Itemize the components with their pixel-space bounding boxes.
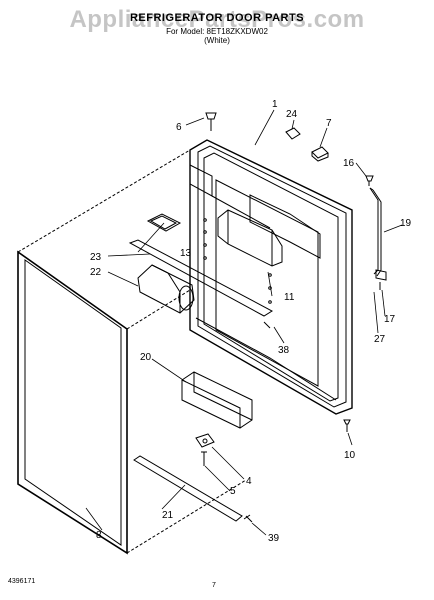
callout-1: 1: [272, 99, 278, 110]
document-number: 4396171: [8, 578, 36, 585]
model-subtitle: For Model: 8ET18ZKXDW02: [166, 27, 268, 36]
plug-button: [285, 127, 301, 140]
door-outline-top-dash: [17, 149, 191, 253]
callout-24: 24: [286, 109, 298, 120]
bottom-screw: [343, 419, 351, 432]
callout-13: 13: [180, 248, 192, 259]
callout-19: 19: [400, 218, 412, 229]
door-gasket: [17, 250, 128, 555]
leader-lines: [85, 109, 403, 536]
top-screw: [205, 112, 217, 131]
door-shelf-bin: [181, 371, 253, 429]
door-closing-rod: [369, 187, 382, 277]
callout-4: 4: [246, 476, 252, 487]
callout-6: 6: [176, 122, 182, 133]
callout-5: 5: [230, 486, 236, 497]
dairy-door: [217, 209, 283, 267]
callout-38: 38: [278, 345, 290, 356]
callout-21: 21: [162, 510, 174, 521]
watermark: AppliancePartsPros.com: [69, 6, 365, 33]
rod-bracket: [375, 269, 387, 290]
can-rack: [137, 264, 195, 314]
shelf-bar: [128, 239, 274, 317]
callout-7: 7: [326, 118, 332, 129]
trim-strip: [133, 455, 243, 522]
stop-screw: [201, 451, 207, 466]
bar-screw: [263, 321, 271, 329]
callout-8: 8: [96, 530, 102, 541]
door-stop: [195, 433, 215, 448]
callout-16: 16: [343, 158, 355, 169]
color-note: (White): [204, 36, 230, 45]
callout-39: 39: [268, 533, 280, 544]
door-outline-mid-dash: [126, 289, 191, 330]
callout-10: 10: [344, 450, 356, 461]
trim-screw: [243, 514, 253, 523]
rod-screw: [365, 175, 374, 186]
callout-11: 11: [284, 292, 295, 303]
hinge-cap-7: [311, 146, 329, 162]
page-title: REFRIGERATOR DOOR PARTS: [129, 12, 305, 24]
door-outline-bottom-dash: [126, 479, 247, 554]
callout-23: 23: [90, 252, 102, 263]
callout-27: 27: [374, 334, 386, 345]
callout-20: 20: [140, 352, 152, 363]
callout-22: 22: [90, 267, 102, 278]
door-liner: [189, 139, 353, 415]
page-number: 7: [212, 582, 216, 589]
callout-17: 17: [384, 314, 396, 325]
